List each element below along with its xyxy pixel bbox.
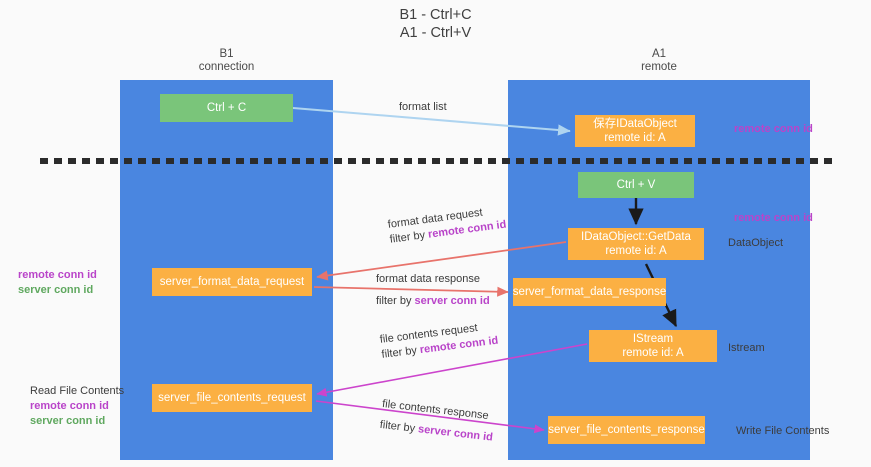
node-server-format-data-request-label: server_format_data_request bbox=[159, 276, 305, 288]
edge-label-format-data-response-text: format data response bbox=[376, 273, 480, 285]
filter-prefix: filter by bbox=[376, 295, 415, 307]
node-server-format-data-request[interactable]: server_format_data_request bbox=[152, 268, 312, 296]
phase-divider bbox=[40, 158, 835, 164]
node-idataobject[interactable]: 保存IDataObject remote id: A bbox=[575, 115, 695, 147]
annotation-server-conn-id-left-lower: server conn id bbox=[30, 415, 106, 427]
edge-label-format-data-response-filter: filter by server conn id bbox=[376, 294, 490, 309]
edge-label-format-data-response: format data response filter by server co… bbox=[376, 272, 490, 309]
annotation-istream-text: Istream bbox=[728, 342, 765, 354]
filter-key: server conn id bbox=[417, 423, 494, 444]
annotation-write-file-contents: Write File Contents bbox=[736, 424, 829, 439]
column-header-b1: B1 connection bbox=[120, 48, 333, 74]
filter-key: server conn id bbox=[414, 295, 490, 307]
node-idataobject-getdata[interactable]: IDataObject::GetData remote id: A bbox=[568, 228, 704, 260]
filter-prefix: filter by bbox=[389, 228, 429, 246]
title-line-1: B1 - Ctrl+C bbox=[399, 7, 472, 23]
node-server-file-contents-request-label: server_file_contents_request bbox=[158, 392, 306, 404]
annotation-remote-conn-id-top: remote conn id bbox=[734, 122, 813, 137]
annotation-remote-conn-id-mid-text: remote conn id bbox=[734, 212, 813, 224]
edge-label-format-list: format list bbox=[399, 100, 447, 115]
node-ctrl-c-label: Ctrl + C bbox=[206, 102, 247, 114]
edge-label-format-data-request: format data request filter by remote con… bbox=[387, 203, 507, 248]
node-server-file-contents-request[interactable]: server_file_contents_request bbox=[152, 384, 312, 412]
annotation-read-file-contents-text: Read File Contents bbox=[30, 385, 125, 397]
annotation-remote-conn-id-left-upper: remote conn id bbox=[18, 269, 97, 281]
node-getdata-line1: IDataObject::GetData bbox=[581, 231, 691, 243]
edge-label-file-contents-response: file contents response filter by server … bbox=[379, 397, 496, 446]
filter-prefix: filter by bbox=[379, 418, 419, 436]
annotation-dataobject-text: DataObject bbox=[728, 237, 784, 249]
annotation-dataobject: DataObject bbox=[728, 236, 783, 251]
annotation-server-conn-id-left-upper: server conn id bbox=[18, 284, 94, 296]
node-server-format-data-response[interactable]: server_format_data_response bbox=[513, 278, 666, 306]
node-getdata-line2: remote id: A bbox=[605, 245, 667, 257]
node-server-file-contents-response[interactable]: server_file_contents_response bbox=[548, 416, 705, 444]
column-header-a1-role: remote bbox=[641, 61, 677, 73]
column-header-a1: A1 remote bbox=[508, 48, 810, 74]
annotation-remote-conn-id-left-lower: remote conn id bbox=[30, 400, 109, 412]
node-istream[interactable]: IStream remote id: A bbox=[589, 330, 717, 362]
column-header-b1-role: connection bbox=[198, 61, 255, 73]
node-server-format-data-response-label: server_format_data_response bbox=[512, 286, 667, 298]
node-ctrl-c[interactable]: Ctrl + C bbox=[160, 94, 293, 122]
node-ctrl-v[interactable]: Ctrl + V bbox=[578, 172, 694, 198]
annotation-read-file-contents-group: Read File Contents remote conn id server… bbox=[30, 384, 124, 429]
annotation-istream: Istream bbox=[728, 341, 765, 356]
node-idataobject-line1: 保存IDataObject bbox=[593, 118, 677, 130]
annotation-write-file-contents-text: Write File Contents bbox=[736, 425, 830, 437]
node-idataobject-line2: remote id: A bbox=[604, 132, 666, 144]
title-line-2: A1 - Ctrl+V bbox=[399, 25, 472, 41]
node-istream-line1: IStream bbox=[632, 333, 674, 345]
column-header-b1-name: B1 bbox=[219, 48, 234, 60]
edge-label-file-contents-request: file contents request filter by remote c… bbox=[379, 319, 499, 363]
annotation-conn-ids-upper: remote conn id server conn id bbox=[18, 268, 97, 298]
filter-prefix: filter by bbox=[380, 344, 421, 361]
node-server-file-contents-response-label: server_file_contents_response bbox=[548, 424, 705, 436]
node-ctrl-v-label: Ctrl + V bbox=[616, 179, 656, 191]
page-title: B1 - Ctrl+C A1 - Ctrl+V bbox=[0, 6, 871, 42]
edge-label-format-list-text: format list bbox=[399, 101, 447, 113]
annotation-remote-conn-id-top-text: remote conn id bbox=[734, 123, 813, 135]
node-istream-line2: remote id: A bbox=[622, 347, 684, 359]
column-header-a1-name: A1 bbox=[651, 48, 667, 60]
annotation-remote-conn-id-mid: remote conn id bbox=[734, 211, 813, 226]
